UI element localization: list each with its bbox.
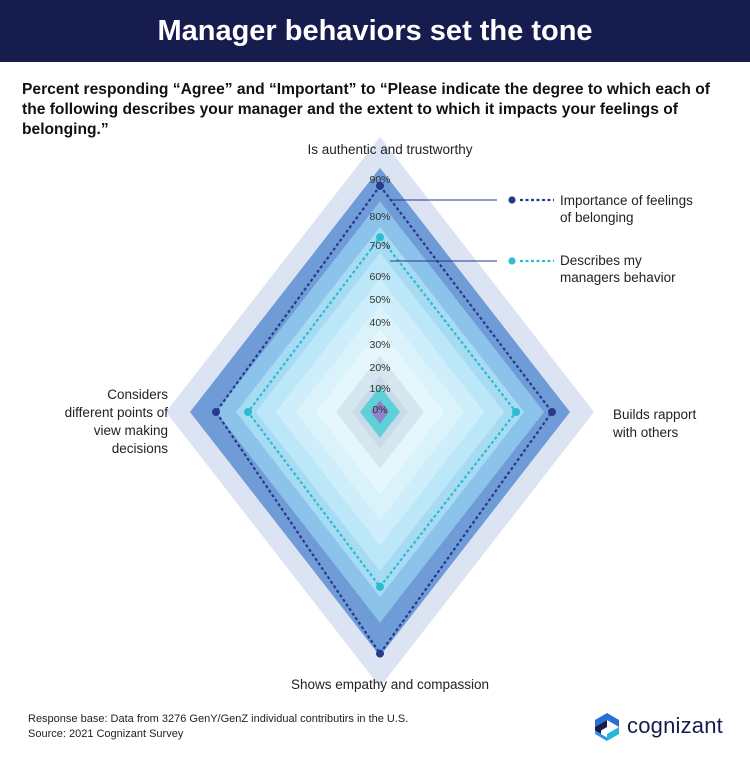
legend-describes-line-0: Describes my bbox=[560, 253, 642, 268]
tick-label-4: 40% bbox=[369, 317, 390, 329]
lbl-left-line-2: view making bbox=[93, 423, 168, 438]
footer-note: Response base: Data from 3276 GenY/GenZ … bbox=[28, 712, 408, 741]
data-point-importance-1 bbox=[548, 408, 556, 416]
data-point-importance-3 bbox=[212, 408, 220, 416]
axis-label-authentic: Is authentic and trustworthy bbox=[0, 141, 750, 159]
lbl-left-line-3: decisions bbox=[111, 441, 168, 456]
legend bbox=[390, 196, 554, 265]
response-base-note: Response base: Data from 3276 GenY/GenZ … bbox=[28, 713, 409, 725]
radar-bands bbox=[166, 137, 594, 687]
axis-label-empathy: Shows empathy and compassion bbox=[0, 676, 750, 694]
legend-importance-line-1: of belonging bbox=[560, 210, 634, 225]
lbl-right-line-1: with others bbox=[613, 425, 679, 440]
data-point-importance-2 bbox=[376, 649, 384, 658]
tick-label-3: 30% bbox=[369, 339, 390, 351]
data-point-describes-2 bbox=[376, 582, 384, 591]
legend-describes-line-1: managers behavior bbox=[560, 270, 676, 285]
band-core bbox=[371, 400, 389, 424]
legend-marker-importance bbox=[508, 196, 516, 204]
tick-label-1: 10% bbox=[369, 383, 390, 395]
tick-label-5: 50% bbox=[369, 294, 390, 306]
legend-importance-line-0: Importance of feelings bbox=[560, 193, 693, 208]
tick-label-8: 80% bbox=[369, 211, 390, 223]
tick-label-0: 0% bbox=[372, 404, 387, 416]
tick-label-2: 20% bbox=[369, 362, 390, 374]
radar-series bbox=[212, 181, 556, 658]
data-point-describes-3 bbox=[244, 408, 252, 416]
data-point-describes-0 bbox=[376, 233, 384, 242]
data-point-importance-0 bbox=[376, 181, 384, 190]
lbl-left-line-0: Considers bbox=[107, 387, 168, 402]
data-point-describes-1 bbox=[512, 408, 520, 416]
chart-subtitle: Percent responding “Agree” and “Importan… bbox=[22, 81, 710, 138]
source-note: Source: 2021 Cognizant Survey bbox=[28, 727, 184, 740]
legend-marker-describes bbox=[508, 257, 516, 265]
cognizant-logo: cognizant bbox=[592, 711, 732, 743]
tick-label-6: 60% bbox=[369, 271, 390, 283]
logo-wordmark: cognizant bbox=[627, 713, 723, 738]
lbl-right-line-0: Builds rapport bbox=[613, 407, 697, 422]
lbl-top-line-0: Is authentic and trustworthy bbox=[307, 142, 473, 157]
chart-title: Manager behaviors set the tone bbox=[0, 0, 750, 62]
tick-label-7: 70% bbox=[369, 240, 390, 252]
radar-ticks: 0% 10% 20% 30% 40% 50% 60% 70% 80% 90% bbox=[369, 174, 390, 416]
axis-label-rapport: Builds rapport with others bbox=[613, 406, 733, 442]
axis-label-points-of-view: Considers different points of view making d… bbox=[16, 386, 168, 458]
series-line-importance bbox=[214, 183, 554, 656]
lbl-bottom-line-0: Shows empathy and compassion bbox=[290, 677, 490, 692]
legend-label-describes: Describes my managers behavior bbox=[560, 252, 676, 286]
legend-label-importance: Importance of feelings of belonging bbox=[560, 192, 693, 226]
cognizant-logo-icon bbox=[595, 713, 619, 741]
tick-label-9: 90% bbox=[369, 174, 390, 186]
lbl-left-line-1: different points of bbox=[64, 405, 168, 420]
